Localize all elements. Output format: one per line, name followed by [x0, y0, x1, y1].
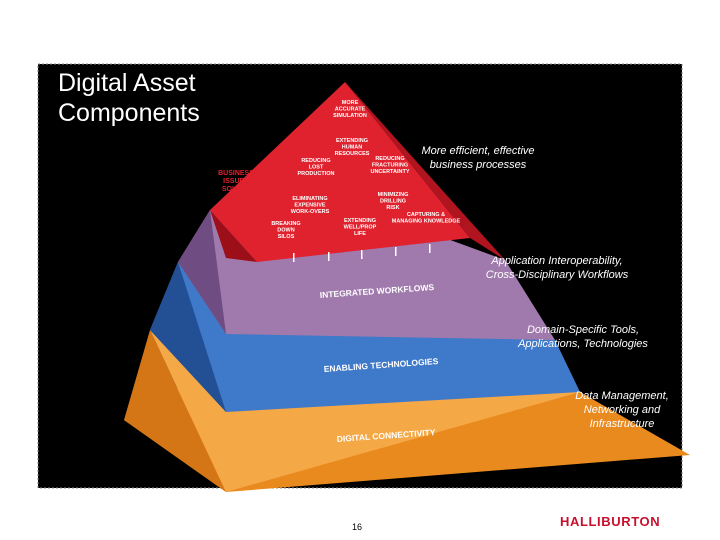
page-title: Digital Asset Components [56, 68, 220, 128]
tier-business-issues [210, 82, 470, 262]
tier-business-issues-left [210, 210, 257, 262]
issue-text-line: PRODUCTION [298, 171, 335, 177]
halliburton-logo: HALLIBURTON [560, 514, 661, 529]
callout-digital-connectivity: Data Management, Networking and Infrastr… [575, 390, 669, 430]
tier-integrated-workflows-left [178, 210, 226, 334]
issue-text-line: FRACTURING [372, 163, 408, 169]
issue-text-line: ISSUES [223, 178, 249, 185]
issue-text-line: RESOURCES [335, 151, 370, 157]
tier-business-issues-right [345, 82, 505, 260]
issue-text-line: CAPTURING & [407, 212, 445, 218]
issue-text-line: DOWN [277, 228, 294, 234]
issue-text-line: LOST [309, 165, 324, 171]
issue-text-line: MANAGING KNOWLEDGE [392, 219, 461, 225]
issue-text-line: EXPENSIVE [294, 203, 326, 209]
issue-text-line: WELL/PROP [344, 225, 377, 231]
issue-text-line: SILOS [278, 234, 295, 240]
issue-text-line: SOLVED [222, 186, 250, 193]
callout-enabling-technologies: Domain-Specific Tools, Applications, Tec… [518, 324, 648, 350]
business-issue-item: CAPTURING &MANAGING KNOWLEDGE [392, 212, 461, 225]
issue-text-line: WORK-OVERS [291, 209, 330, 215]
connector-arrows [293, 244, 431, 262]
page-number: 16 [352, 522, 363, 532]
dotted-frame [37, 63, 683, 489]
issue-text-line: MINIMIZING [378, 192, 409, 198]
issue-text-line: ACCURATE [335, 107, 366, 113]
issue-text-line: ELIMINATING [292, 196, 327, 202]
issue-text-line: SIMULATION [333, 113, 367, 119]
issue-text-line: UNCERTAINTY [370, 169, 409, 175]
issue-text-line: EXTENDING [336, 138, 368, 144]
issue-text-line: EXTENDING [344, 218, 376, 224]
callout-top: More efficient, effective business proce… [421, 145, 535, 171]
issue-text-line: REDUCING [301, 158, 330, 164]
issue-text-line: LIFE [354, 231, 366, 237]
issue-text-line: BUSINESS [218, 170, 254, 177]
issue-text-line: DRILLING [380, 199, 406, 205]
callout-integrated-workflows: Application Interoperability, Cross-Disc… [485, 255, 629, 281]
business-issues-list: MOREACCURATESIMULATIONEXTENDINGHUMANRESO… [271, 100, 460, 240]
issue-text-line: HUMAN [342, 145, 362, 151]
issue-text-line: REDUCING [375, 156, 404, 162]
issue-text-line: RISK [386, 205, 399, 211]
issue-text-line: BREAKING [271, 221, 300, 227]
tier-enabling-technologies-left [150, 262, 226, 412]
tier-digital-connectivity-left [124, 330, 226, 492]
issue-text-line: MORE [342, 100, 359, 106]
